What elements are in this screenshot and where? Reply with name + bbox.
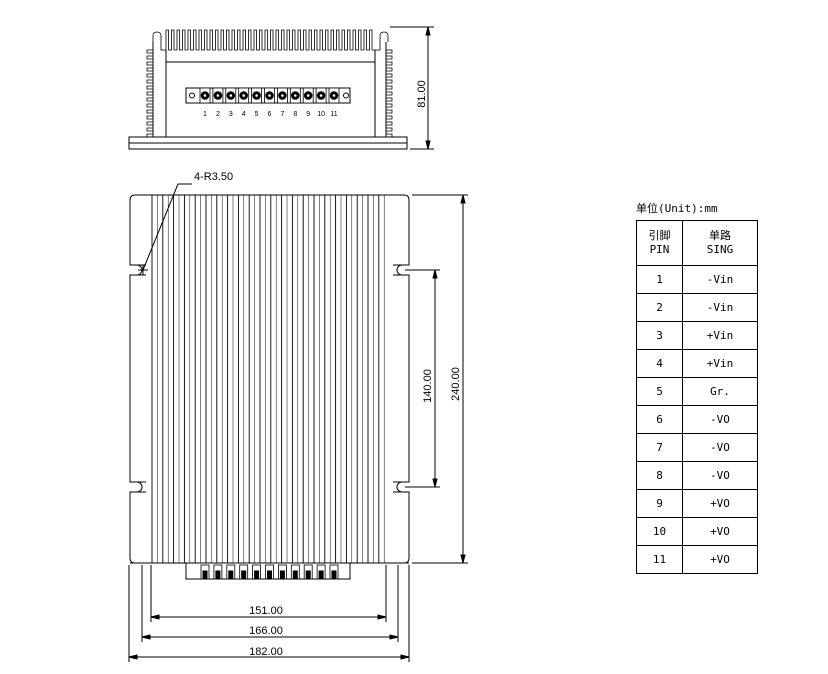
pin-signal: +Vin xyxy=(682,349,758,378)
pin-number: 11 xyxy=(636,545,683,574)
terminal-pin-label: 11 xyxy=(330,111,337,118)
terminal-pin-label: 4 xyxy=(242,111,246,118)
front-fins xyxy=(151,195,385,563)
top-fins xyxy=(152,29,389,51)
terminal-pin-label: 1 xyxy=(203,111,207,118)
dim-height: 240.00 xyxy=(450,367,462,401)
pin-signal: +VO xyxy=(682,517,758,546)
unit-label: 单位(Unit):mm xyxy=(636,202,718,215)
dim-width-mid: 166.00 xyxy=(249,625,283,637)
terminal-pin-label: 3 xyxy=(229,111,233,118)
pin-number: 9 xyxy=(636,489,683,518)
pin-number: 3 xyxy=(636,321,683,350)
table-row: 10+VO xyxy=(636,517,758,546)
pin-number: 6 xyxy=(636,405,683,434)
terminal-block-side xyxy=(185,87,351,104)
pin-number: 7 xyxy=(636,433,683,462)
header-sig-cn: 单路 xyxy=(709,229,731,242)
dim-top-height: 81.00 xyxy=(416,80,428,108)
pin-number: 5 xyxy=(636,377,683,406)
pin-number: 10 xyxy=(636,517,683,546)
pin-signal: +VO xyxy=(682,545,758,574)
pin-signal: -VO xyxy=(682,405,758,434)
header-pin-en: PIN xyxy=(649,243,670,256)
terminal-pin-label: 5 xyxy=(255,111,259,118)
table-row: 11+VO xyxy=(636,545,758,574)
terminal-pin-label: 8 xyxy=(293,111,297,118)
pin-signal: -VO xyxy=(682,461,758,490)
table-row: 3+Vin xyxy=(636,321,758,350)
table-row: 7-VO xyxy=(636,433,758,462)
pin-number: 4 xyxy=(636,349,683,378)
pin-number: 8 xyxy=(636,461,683,490)
pin-signal: +Vin xyxy=(682,321,758,350)
pin-signal: Gr. xyxy=(682,377,758,406)
table-row: 9+VO xyxy=(636,489,758,518)
table-row: 6-VO xyxy=(636,405,758,434)
side-fins xyxy=(146,49,393,138)
terminal-pin-label: 10 xyxy=(317,111,325,118)
dim-hole-spacing: 140.00 xyxy=(422,369,434,403)
terminal-pin-label: 6 xyxy=(268,111,272,118)
pin-signal: -Vin xyxy=(682,293,758,322)
terminal-pin-label: 7 xyxy=(280,111,284,118)
front-view xyxy=(128,183,468,662)
terminal-pin-label: 9 xyxy=(306,111,310,118)
pin-signal: +VO xyxy=(682,489,758,518)
header-signal: 单路 SING xyxy=(682,220,758,266)
header-pin-cn: 引脚 xyxy=(648,229,671,242)
side-view xyxy=(128,26,434,150)
terminal-pin-label: 2 xyxy=(216,111,220,118)
pin-signal: -VO xyxy=(682,433,758,462)
pin-number: 1 xyxy=(636,265,683,294)
header-pin: 引脚 PIN xyxy=(636,220,683,266)
dim-width-inner: 151.00 xyxy=(249,605,283,617)
dim-hole-radius: 4-R3.50 xyxy=(194,171,233,183)
table-row: 4+Vin xyxy=(636,349,758,378)
terminal-pin-labels: 1 2 3 4 5 6 7 8 9 10 11 xyxy=(203,111,338,118)
table-row: 1-Vin xyxy=(636,265,758,294)
table-row: 8-VO xyxy=(636,461,758,490)
dim-width-outer: 182.00 xyxy=(249,646,283,658)
header-sig-en: SING xyxy=(706,243,734,256)
pin-number: 2 xyxy=(636,293,683,322)
pin-signal: -Vin xyxy=(682,265,758,294)
table-header: 引脚 PIN 单路 SING xyxy=(636,220,758,266)
table-row: 2-Vin xyxy=(636,293,758,322)
